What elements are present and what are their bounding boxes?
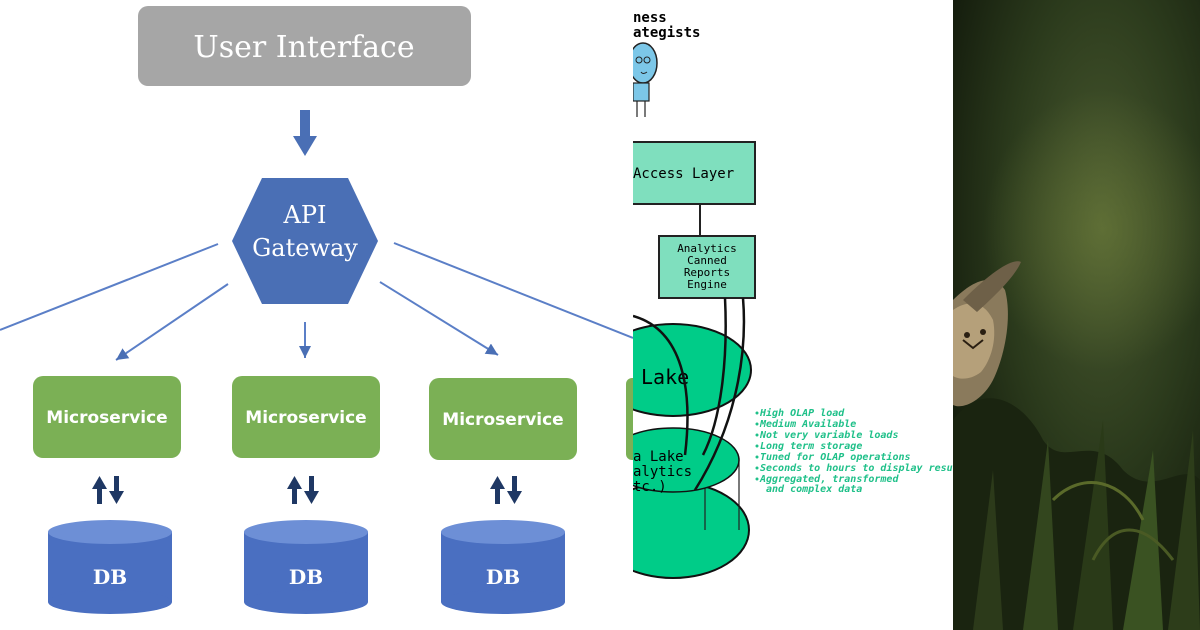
data-lake-svg: ness ategists Access Layer Analytics Can… (633, 10, 953, 579)
note-item-3: Not very variable loads (759, 429, 898, 441)
engine-label-2: Canned (687, 254, 727, 267)
cheetah-cub-in-grass-image (953, 0, 1200, 630)
engine-label-1: Analytics (677, 242, 737, 255)
db-cylinder-2 (244, 520, 368, 614)
db-arrows-1 (92, 476, 124, 504)
db-label-1: DB (93, 565, 127, 589)
note-item-7: Aggregated, transformed (759, 474, 899, 485)
engine-label-3: Reports (684, 266, 730, 279)
inner-lake-ellipse (633, 427, 740, 493)
gateway-connectors (0, 242, 633, 361)
inner-lake-label-1: a Lake (633, 449, 684, 465)
access-layer-label: Access Layer (633, 166, 734, 182)
note-item-8: and complex data (766, 484, 862, 495)
persona-label-line1: ness (633, 10, 667, 26)
grass-foreground (953, 398, 1200, 630)
engine-to-lake-curves (633, 297, 746, 491)
gateway-label-line2: Gateway (252, 234, 358, 262)
note-item-4: Long term storage (760, 441, 862, 452)
cheetah-cub-icon (953, 261, 1021, 407)
db-label-2: DB (289, 565, 323, 589)
lake-bottom-disc (633, 481, 750, 579)
db-cylinder-1 (48, 520, 172, 614)
note-item-1: High OLAP load (759, 407, 845, 419)
user-interface-label: User Interface (193, 30, 414, 65)
db-label-3: DB (486, 565, 520, 589)
api-gateway-hexagon (232, 178, 378, 304)
ui-to-gateway-arrow (293, 110, 317, 156)
microservice-box-1 (33, 376, 181, 458)
note-item-6: Seconds to hours to display results (760, 462, 953, 474)
db-arrows-2 (287, 476, 319, 504)
access-layer-box (633, 141, 756, 205)
gateway-label-line1: API (283, 201, 327, 229)
note-bullets (755, 411, 759, 481)
analytics-engine-box (658, 235, 756, 299)
note-item-5: Tuned for OLAP operations (760, 451, 911, 463)
data-lake-diagram: ness ategists Access Layer Analytics Can… (633, 0, 953, 630)
db-arrows-3 (490, 476, 522, 504)
microservice-label-2: Microservice (245, 408, 366, 428)
persona-label-line2: ategists (633, 25, 700, 41)
microservice-label-1: Microservice (46, 408, 167, 428)
architecture-svg: User Interface API Gateway Microservice … (0, 6, 633, 614)
engine-label-4: Engine (687, 278, 727, 291)
microservice-label-3: Microservice (442, 410, 563, 430)
inner-lake-label-3: tc.) (633, 479, 667, 495)
db-cylinder-3 (441, 520, 565, 614)
microservices-architecture-diagram: User Interface API Gateway Microservice … (0, 6, 633, 614)
cheetah-photo-svg (953, 0, 1200, 630)
strategist-figure-icon (633, 42, 658, 117)
microservice-box-4-partial (626, 378, 633, 460)
user-interface-box (138, 6, 471, 86)
lake-characteristics-notes: High OLAP load Medium Available Not very… (759, 407, 953, 495)
microservice-box-2 (232, 376, 380, 458)
microservice-box-3 (429, 378, 577, 460)
inner-lake-label-2: alytics (633, 464, 692, 480)
note-item-2: Medium Available (759, 418, 856, 430)
